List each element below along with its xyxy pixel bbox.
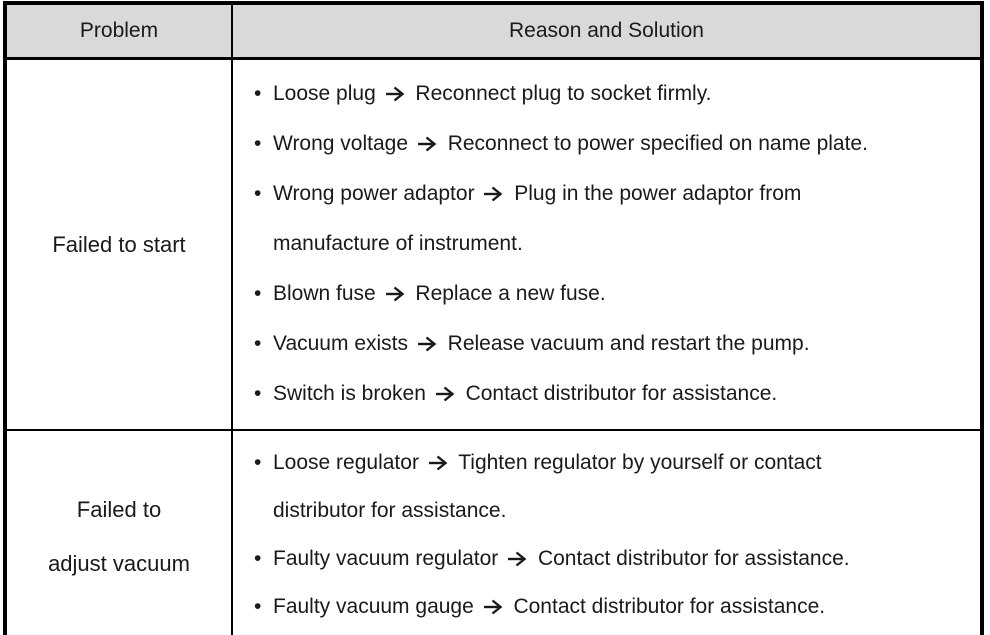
bullet-icon: • <box>254 82 262 105</box>
bullet-icon: • <box>254 595 262 618</box>
table-body: Failed to start •Loose plug Reconnect plu… <box>4 57 983 635</box>
table-row: Failed to start •Loose plug Reconnect plu… <box>4 57 983 431</box>
arrow-icon <box>414 119 442 169</box>
item-line: •Faulty vacuum regulator Contact distrib… <box>234 535 980 583</box>
item-line: distributor for assistance. <box>273 499 507 522</box>
arrow-icon <box>425 439 453 487</box>
reason-cell: •Loose regulator Tighten regulator by yo… <box>231 429 983 635</box>
bullet-icon: • <box>254 451 262 474</box>
list-item: •Loose plug Reconnect plug to socket fir… <box>234 69 980 119</box>
problem-cell: Failed to adjust vacuum <box>4 429 233 635</box>
header-row: Problem Reason and Solution <box>4 2 983 60</box>
arrow-icon <box>480 169 508 219</box>
list-item: •Loose regulator Tighten regulator by yo… <box>234 439 980 535</box>
arrow-icon <box>414 319 442 369</box>
list-item: •Faulty vacuum gauge Contact distributor… <box>234 583 980 631</box>
list-item: •Wrong power adaptor Plug in the power a… <box>234 169 980 269</box>
reason-cell: •Loose plug Reconnect plug to socket fir… <box>231 57 983 431</box>
item-line: •Loose regulator Tighten regulator by yo… <box>234 439 980 487</box>
problem-cell: Failed to start <box>4 57 233 431</box>
arrow-icon <box>504 535 532 583</box>
bullet-icon: • <box>254 382 262 405</box>
arrow-icon <box>432 369 460 419</box>
arrow-icon <box>480 583 508 631</box>
item-line: •Loose plug Reconnect plug to socket fir… <box>234 69 980 119</box>
item-line: •Faulty vacuum gauge Contact distributor… <box>234 583 980 631</box>
bullet-icon: • <box>254 547 262 570</box>
problem-label: adjust vacuum <box>48 550 190 576</box>
bullet-icon: • <box>254 132 262 155</box>
list-item: •Blown fuse Replace a new fuse. <box>234 269 980 319</box>
list-item: •Wrong voltage Reconnect to power specif… <box>234 119 980 169</box>
arrow-icon <box>382 69 410 119</box>
arrow-icon <box>382 269 410 319</box>
bullet-icon: • <box>254 282 262 305</box>
troubleshooting-table: Problem Reason and Solution Failed to st… <box>3 1 984 635</box>
item-line: •Wrong power adaptor Plug in the power a… <box>234 169 980 219</box>
item-line: manufacture of instrument. <box>273 232 523 255</box>
item-line: •Switch is broken Contact distributor fo… <box>234 369 980 419</box>
bullet-icon: • <box>254 332 262 355</box>
table-row: Failed to adjust vacuum •Loose regulator T… <box>4 429 983 635</box>
item-line: •Vacuum exists Release vacuum and restar… <box>234 319 980 369</box>
header-problem: Problem <box>4 2 233 60</box>
bullet-icon: • <box>254 182 262 205</box>
item-line: •Wrong voltage Reconnect to power specif… <box>234 119 980 169</box>
problem-label: Failed to start <box>52 231 186 257</box>
header-reason-and-solution: Reason and Solution <box>231 2 983 60</box>
problem-label: Failed to <box>76 496 162 522</box>
item-line: •Blown fuse Replace a new fuse. <box>234 269 980 319</box>
list-item: •Switch is broken Contact distributor fo… <box>234 369 980 419</box>
list-item: •Faulty vacuum regulator Contact distrib… <box>234 535 980 583</box>
list-item: •Vacuum exists Release vacuum and restar… <box>234 319 980 369</box>
